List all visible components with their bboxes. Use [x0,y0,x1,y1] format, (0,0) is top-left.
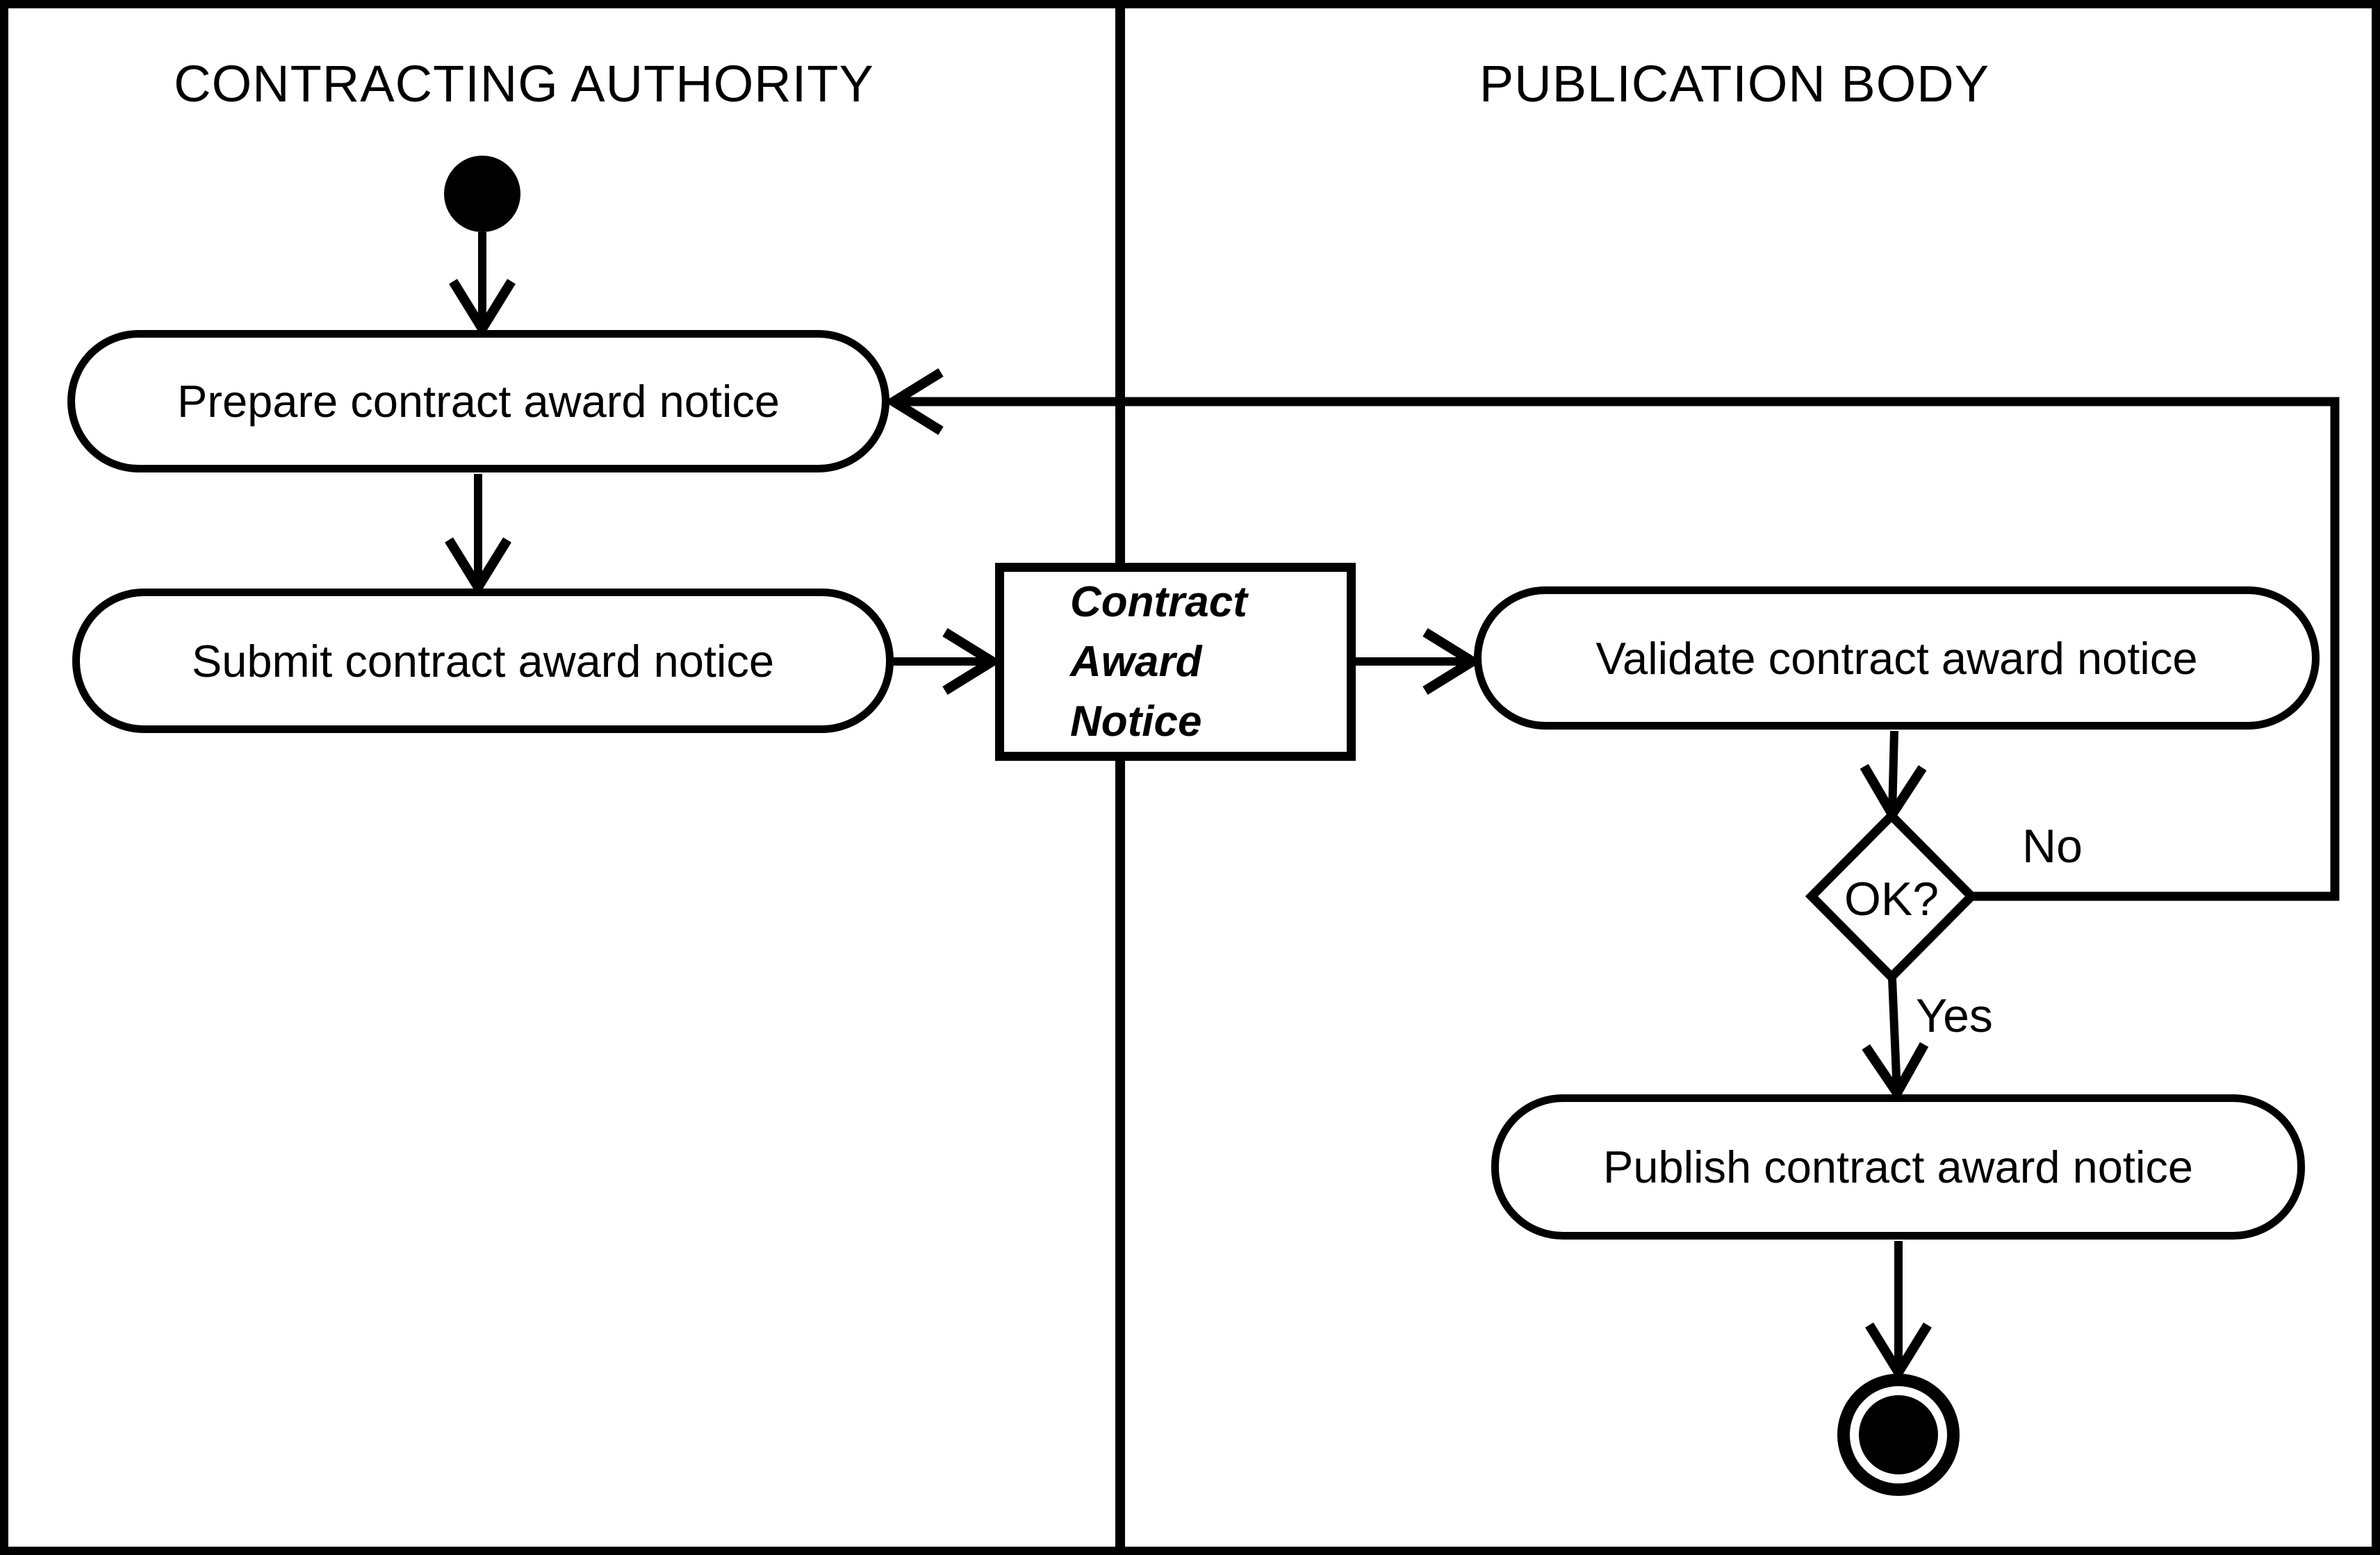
swimlane-divider [1115,8,1125,1547]
action-prepare-contract-award-notice: Prepare contract award notice [67,330,889,472]
edge-label-no: No [2022,820,2083,873]
action-publish-contract-award-notice: Publish contract award notice [1491,1094,2305,1240]
lane-title-contracting-authority: CONTRACTING AUTHORITY [174,55,874,113]
diagram-shapes-layer [444,156,2340,1496]
object-node-contract-award-notice: Contract Award Notice [995,563,1356,761]
edge-decision-no-loop [884,368,2340,901]
edge-validate-to-decision [1860,730,1927,824]
edge-decision-to-publish-yes [1862,978,1929,1103]
action-validate-contract-award-notice: Validate contract award notice [1474,586,2320,730]
edge-label-yes: Yes [1916,989,1993,1042]
action-submit-contract-award-notice: Submit contract award notice [72,589,894,733]
lane-title-publication-body: PUBLICATION BODY [1479,55,1990,113]
start-node [444,156,520,232]
object-node-line-2: Award [1070,637,1202,686]
object-node-line-1: Contract [1070,577,1247,626]
object-node-line-3: Notice [1070,697,1202,746]
final-node-dot [1859,1395,1938,1474]
decision-label-ok: OK? [1844,873,1939,925]
decision-diamond [1805,809,1978,984]
final-node [1837,1374,1960,1496]
